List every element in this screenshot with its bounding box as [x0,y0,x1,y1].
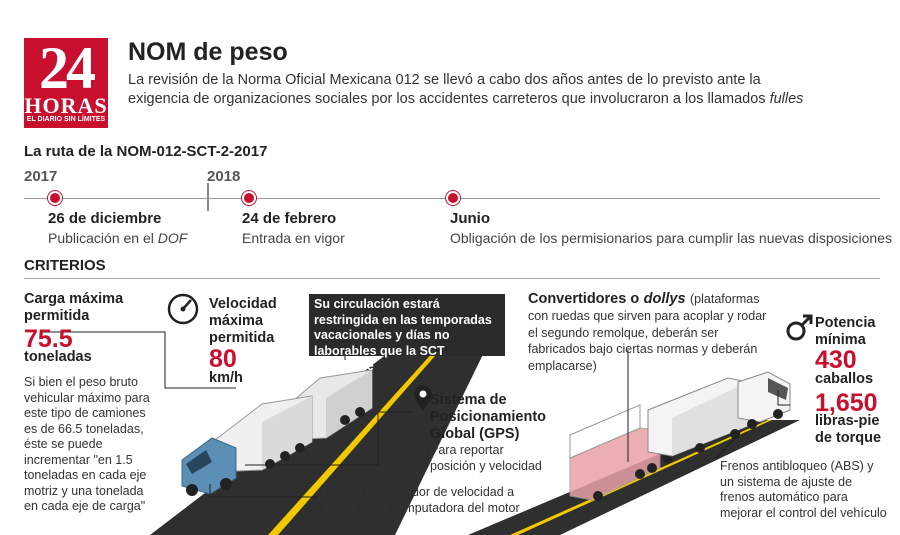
event-desc-2: Entrada en vigor [242,230,345,246]
event-desc-1-italic: DOF [157,230,188,246]
carga-unit: toneladas [24,349,92,365]
gps-label: Sistema de Posicionamiento Global (GPS) [430,392,547,442]
event-desc-3: Obligación de los permisionarios para cu… [450,230,892,246]
frenos-callout-line [714,429,743,461]
gps-pin-icon [414,385,432,410]
convertidores-desc: (plataformas con ruedas que sirven para … [528,292,767,373]
section-divider [24,278,880,279]
gobernador-callout-line [209,484,318,498]
criterios-heading: CRITERIOS [24,257,106,274]
event-date-1: 26 de diciembre [48,210,162,227]
gobernador-note: Uso de gobernador de velocidad a través … [323,485,520,515]
page-title: NOM de peso [128,38,288,66]
logo-name: HORAS [24,93,108,118]
left-truck [181,369,373,496]
torque-unit: libras-pie de torque [815,413,882,446]
logo-number: 24 [39,35,96,101]
velocidad-value: 80 [209,345,237,373]
intro-body: La revisión de la Norma Oficial Mexicana… [128,72,766,107]
speedometer-icon [167,293,199,325]
right-truck [569,371,791,501]
event-date-2: 24 de febrero [242,210,337,227]
potencia-unit: caballos [815,371,874,387]
convertidores-label: Convertidores o [528,291,640,307]
intro-italic: fulles [769,91,804,107]
circulacion-note: Su circulación estará restringida en las… [309,294,505,373]
event-date-3: Junio [450,210,490,227]
frenos-note: Frenos antibloqueo (ABS) y un sistema de… [720,459,887,520]
timeline-dot-3 [446,191,460,205]
gear-icon [786,314,813,341]
brand-logo: 24 HORAS EL DIARIO SIN LÍMITES [24,35,108,128]
carga-value: 75.5 [24,325,73,353]
timeline-dot-2 [242,191,256,205]
potencia-callout-line [777,390,790,406]
timeline-dot-1 [48,191,62,205]
gps-callout-line [245,411,412,466]
potencia-value: 430 [815,346,857,374]
event-desc-1: Publicación en el DOF [48,230,187,246]
intro-text: La revisión de la Norma Oficial Mexicana… [128,71,808,109]
carga-note: Si bien el peso bruto vehicular máximo p… [24,375,150,513]
potencia-label: Potencia mínima [815,315,876,348]
convertidores-text: Convertidores o dollys (plataformas con … [528,291,768,374]
event-desc-1-text: Publicación en el [48,230,154,246]
velocidad-label: Velocidad máxima permitida [209,296,277,346]
timeline-heading: La ruta de la NOM-012-SCT-2-2017 [24,143,268,160]
carga-label: Carga máxima permitida [24,291,124,324]
carga-callout-line [40,331,236,389]
logo-tagline: EL DIARIO SIN LÍMITES [26,116,106,123]
convertidores-label-italic: dollys [643,291,686,307]
timeline-year-1: 2017 [24,168,58,185]
velocidad-unit: km/h [209,370,243,386]
left-road-line [268,340,449,535]
timeline-year-2: 2018 [207,168,241,185]
gps-desc: Para reportar posición y velocidad [430,443,542,473]
timeline-year-divider [207,183,209,211]
torque-value: 1,650 [815,389,878,417]
